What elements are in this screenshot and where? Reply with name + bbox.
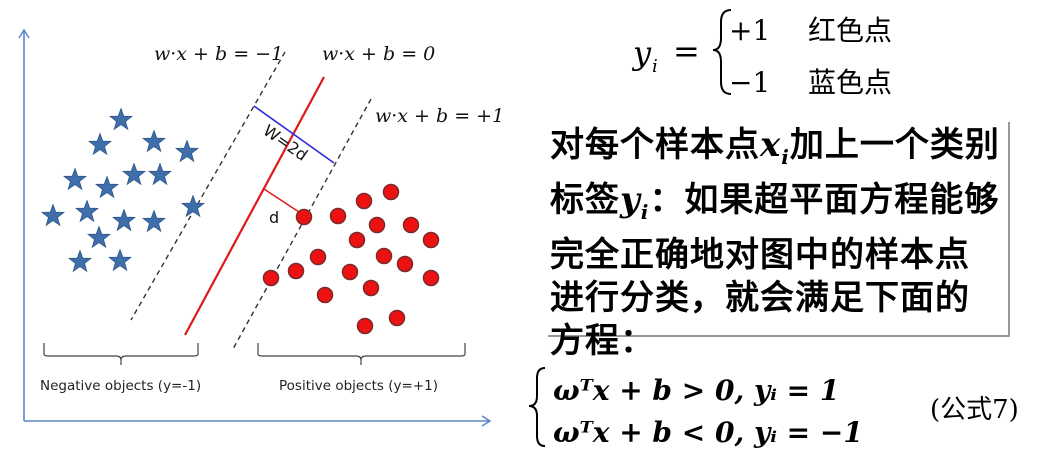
desc-line2b: ：如果超平面方程能够 [649,179,1000,220]
star-icon [148,163,172,185]
margin-width-line [253,105,335,164]
circle-point [355,192,373,210]
circle-point [388,309,406,327]
desc-line5: 方程： [550,320,655,361]
positive-brace [257,343,466,365]
hyperplane-line [184,76,325,336]
star-icon [122,163,146,185]
case-2-value: −1 [729,66,770,99]
description-box: 对每个样本点xi加上一个类别 标签yi：如果超平面方程能够 完全正确地对图中的样… [548,122,1010,361]
var-x-sub: i [781,144,790,169]
star-icon [109,108,133,130]
negative-star-points [41,108,205,272]
case-2-meaning: 蓝色点 [808,66,892,99]
star-icon [112,209,136,231]
star-icon [41,204,65,226]
circle-point [287,262,305,280]
star-icon [63,168,87,190]
formula-case-2: ωᵀx + b < 0, yᵢ = −1 [553,416,863,449]
distance-line [263,188,300,213]
lhs-subscript: i [652,56,658,77]
circle-point [362,279,380,297]
positive-margin-line [232,98,372,350]
formula-tag: (公式7) [930,395,1019,425]
circle-point [356,317,374,335]
circle-point [402,216,420,234]
circle-point [422,231,440,249]
formula-7: ωᵀx + b > 0, yᵢ = 1 ωᵀx + b < 0, yᵢ = −1… [528,367,1019,449]
description-text: 对每个样本点xi加上一个类别 标签yi：如果超平面方程能够 完全正确地对图中的样… [548,122,1008,363]
formula-case-1: ωᵀx + b > 0, yᵢ = 1 [553,374,839,407]
circle-point [341,263,359,281]
circle-point [375,247,393,265]
var-x: x [760,125,782,165]
circle-point [295,208,313,226]
var-y: y [620,179,641,220]
star-icon [142,210,166,232]
desc-line1b: 加上一个类别 [789,125,1000,165]
negative-margin-label: w·x + b = −1 [154,43,283,65]
star-icon [75,200,99,222]
hyperplane-label: w·x + b = 0 [322,43,435,65]
circle-point [348,231,366,249]
svm-diagram: w·x + b = −1 w·x + b = 0 w·x + b = +1 W=… [18,28,504,427]
star-icon [88,133,112,155]
circle-point [368,216,386,234]
circle-point [309,248,327,266]
positive-objects-label: Positive objects (y=+1) [279,378,438,394]
var-y-sub: i [640,199,650,224]
negative-margin-line [130,51,286,321]
positive-circle-points [262,183,440,335]
star-icon [181,195,205,217]
negative-objects-label: Negative objects (y=-1) [40,378,201,394]
lhs-variable: y [631,34,652,72]
star-icon [87,226,111,248]
desc-line4: 进行分类，就会满足下面的 [550,277,970,318]
equals-sign: = [673,32,700,70]
formula-brace-icon [528,367,546,447]
circle-point [396,255,414,273]
case-1-meaning: 红色点 [808,14,892,47]
circle-point [382,183,400,201]
desc-line2a: 标签 [550,179,620,220]
case-1-value: +1 [729,14,770,47]
circle-point [329,207,347,225]
negative-brace [43,343,199,365]
circle-point [316,286,334,304]
star-icon [175,140,199,162]
distance-label: d [269,208,279,227]
left-brace-icon [712,9,732,95]
star-icon [68,250,92,272]
positive-margin-label: w·x + b = +1 [375,105,504,127]
circle-point [422,269,440,287]
star-icon [95,176,119,198]
desc-line3: 完全正确地对图中的样本点 [550,234,970,275]
circle-point [262,269,280,287]
width-label: W=2d [260,121,311,165]
label-definition: y i = +1 红色点 −1 蓝色点 [631,9,892,99]
star-icon [142,130,166,152]
star-icon [108,249,132,271]
desc-line1a: 对每个样本点 [550,125,760,165]
